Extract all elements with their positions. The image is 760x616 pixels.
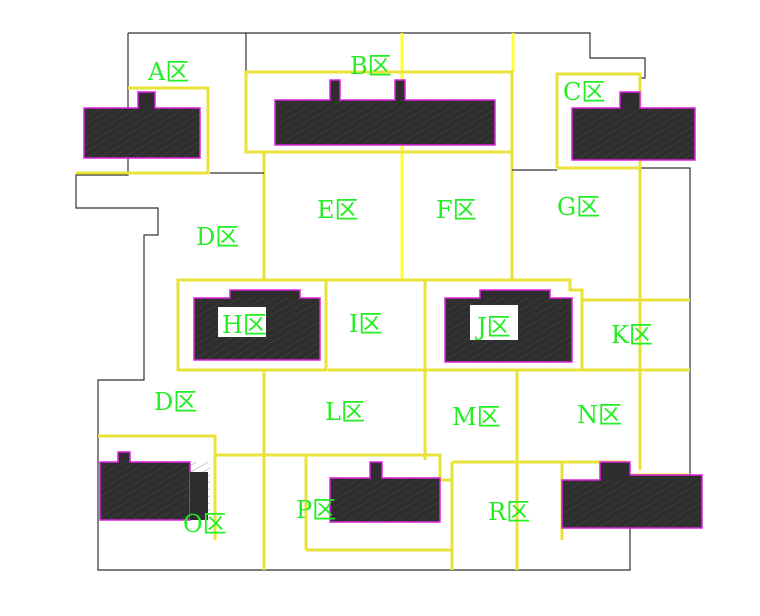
zone-label-n: N区 (577, 401, 622, 429)
zone-label-p: P区 (296, 496, 336, 524)
zone-labels: A区 B区 C区 D区 E区 F区 G区 H区 I区 J区 K区 D区 L区 M… (147, 52, 653, 538)
zone-label-i: I区 (349, 310, 382, 338)
zone-label-a: A区 (147, 58, 189, 86)
zone-label-d-lower: D区 (154, 388, 197, 416)
zone-label-r: R区 (488, 498, 530, 526)
zone-label-l: L区 (325, 398, 365, 426)
zone-label-k: K区 (611, 321, 653, 349)
zone-label-d-upper: D区 (196, 223, 239, 251)
buildings (83, 79, 703, 529)
zone-label-o: O区 (183, 510, 227, 538)
zone-label-h: H区 (222, 311, 267, 339)
zone-label-m: M区 (452, 403, 501, 431)
zone-label-b: B区 (350, 52, 392, 80)
zone-label-j: J区 (474, 313, 511, 341)
zone-label-g: G区 (557, 193, 600, 221)
zone-label-f: F区 (436, 196, 477, 224)
zone-label-c: C区 (563, 78, 605, 106)
zone-label-e: E区 (317, 196, 359, 224)
site-boundary (75, 32, 691, 571)
